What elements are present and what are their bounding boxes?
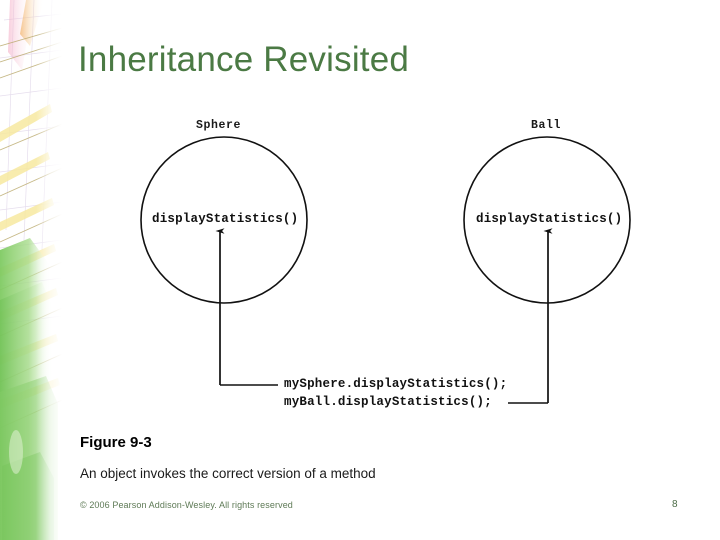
figure-caption: An object invokes the correct version of… — [80, 466, 376, 481]
page-title: Inheritance Revisited — [78, 40, 410, 79]
sphere-class-label: Sphere — [196, 119, 242, 132]
diagram-graphics — [140, 136, 631, 404]
sphere-class-circle — [140, 136, 308, 304]
sphere-method-label: displayStatistics() — [152, 212, 299, 226]
ball-method-label: displayStatistics() — [476, 212, 623, 226]
figure-diagram: Sphere displayStatistics() Ball displayS… — [140, 119, 631, 409]
copyright-notice: © 2006 Pearson Addison-Wesley. All right… — [80, 500, 293, 510]
page-number: 8 — [672, 499, 678, 510]
code-line-ball: myBall.displayStatistics(); — [284, 395, 492, 409]
ball-class-label: Ball — [531, 119, 562, 132]
code-line-sphere: mySphere.displayStatistics(); — [284, 377, 508, 391]
figure-number: Figure 9-3 — [80, 434, 152, 451]
ball-class-circle — [463, 136, 631, 304]
